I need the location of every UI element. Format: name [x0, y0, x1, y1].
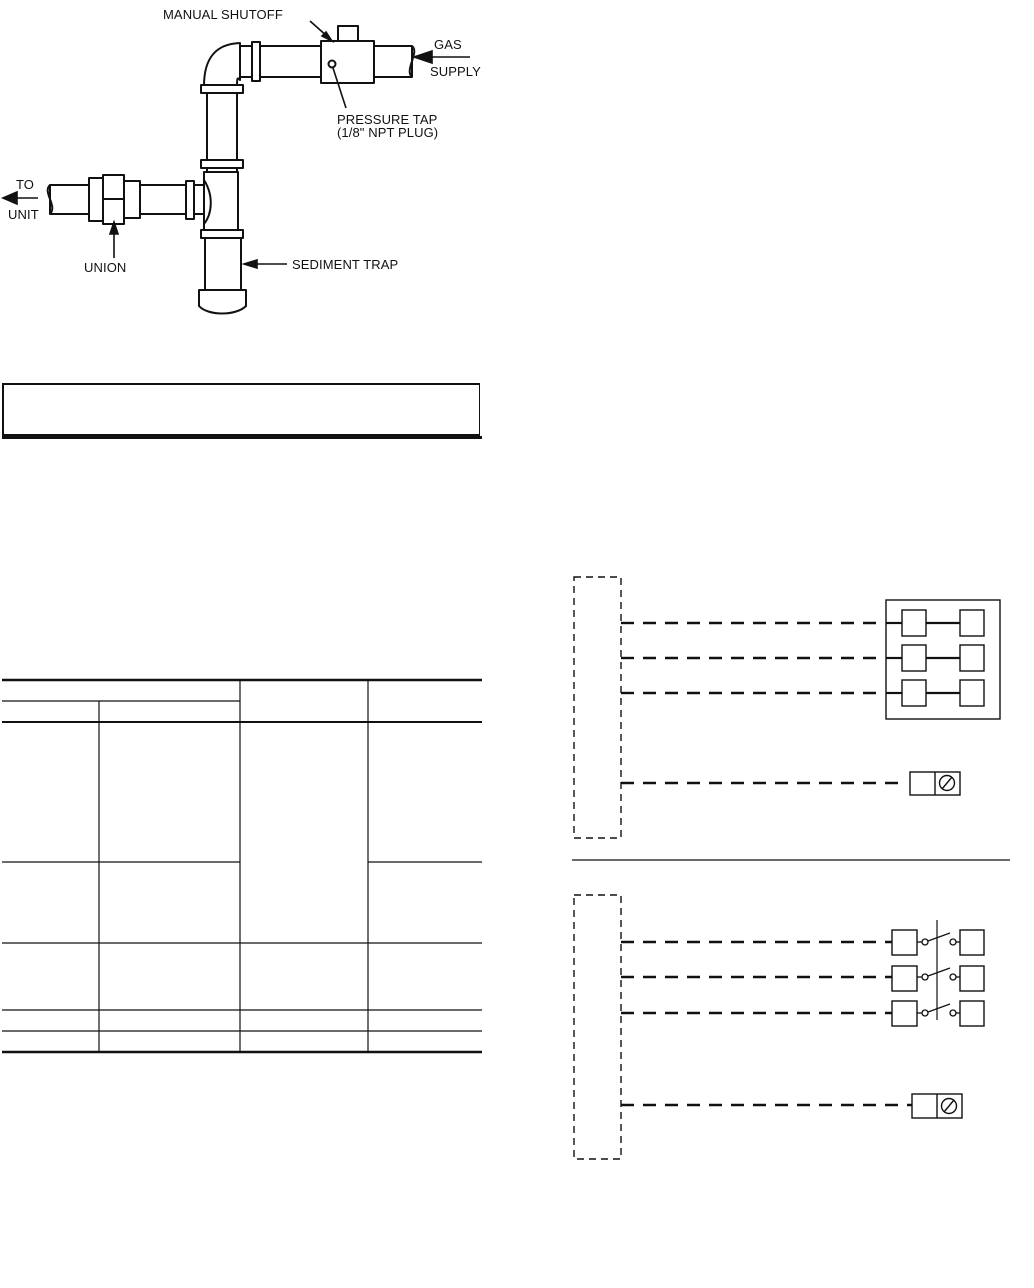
npt-plug-label: (1/8" NPT PLUG)	[337, 125, 439, 140]
pressure-tap-label: PRESSURE TAP	[337, 112, 438, 127]
unit-label: UNIT	[8, 207, 39, 222]
contact-terminal	[891, 929, 918, 956]
gas-label: GAS	[434, 37, 462, 52]
coupling	[251, 41, 261, 82]
sediment-trap-cap	[198, 289, 247, 315]
to-label: TO	[16, 177, 35, 192]
supply-label: SUPPLY	[430, 64, 481, 79]
terminal-block	[885, 599, 1001, 720]
pressure-tap-plug	[327, 59, 337, 69]
sediment-trap-label: SEDIMENT TRAP	[292, 257, 399, 272]
note-box	[2, 383, 480, 436]
manual-shutoff-label: MANUAL SHUTOFF	[163, 7, 283, 22]
note-box-shadow	[2, 436, 482, 439]
union-label: UNION	[84, 260, 127, 275]
